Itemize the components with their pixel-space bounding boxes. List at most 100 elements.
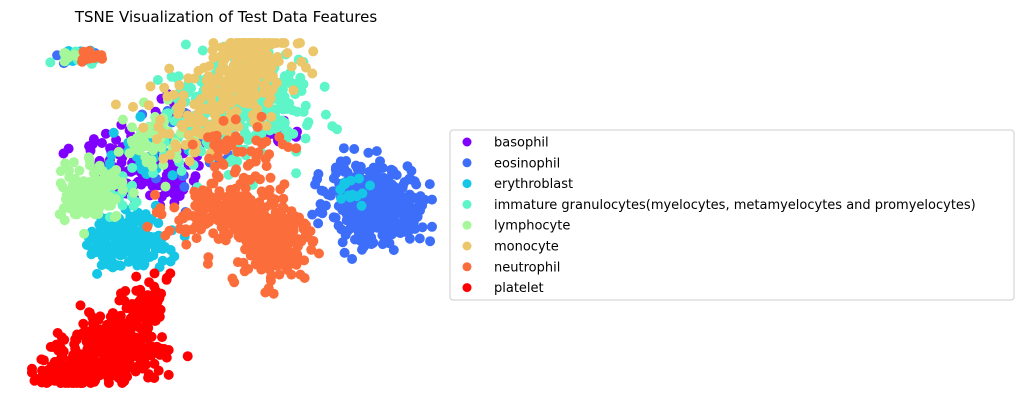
legend-marker xyxy=(462,199,472,209)
data-point xyxy=(56,209,67,220)
data-point xyxy=(399,192,410,203)
legend-marker xyxy=(462,241,472,251)
data-point xyxy=(90,167,101,177)
data-point xyxy=(261,121,272,131)
data-point xyxy=(142,221,153,232)
data-point xyxy=(95,192,106,203)
data-point xyxy=(128,101,138,112)
data-point xyxy=(240,92,251,103)
data-point xyxy=(75,205,86,216)
data-point xyxy=(233,66,244,77)
data-point xyxy=(189,73,200,84)
data-point xyxy=(308,46,319,57)
data-point xyxy=(162,91,173,102)
data-point xyxy=(300,100,311,111)
chart-title: TSNE Visualization of Test Data Features xyxy=(74,8,377,26)
data-point xyxy=(246,232,257,243)
data-point xyxy=(382,183,393,194)
data-point xyxy=(131,197,142,207)
data-point xyxy=(149,268,160,279)
data-point xyxy=(74,363,85,374)
data-point xyxy=(238,196,249,206)
data-point xyxy=(264,184,275,195)
data-point xyxy=(286,269,297,280)
data-point xyxy=(137,253,148,264)
data-point xyxy=(80,349,91,360)
series-5 xyxy=(110,38,319,167)
data-point xyxy=(238,75,249,86)
data-point xyxy=(121,303,132,314)
data-point xyxy=(167,170,178,181)
data-point xyxy=(199,212,210,223)
data-point xyxy=(187,139,198,150)
data-point xyxy=(263,50,274,61)
data-point xyxy=(206,178,217,189)
data-point xyxy=(111,210,122,221)
data-point xyxy=(266,238,277,249)
data-point xyxy=(265,199,276,210)
data-point xyxy=(110,194,121,205)
data-point xyxy=(232,257,243,268)
data-point xyxy=(339,166,350,177)
data-point xyxy=(223,207,234,218)
data-point xyxy=(230,114,241,125)
data-point xyxy=(313,218,324,229)
data-point xyxy=(406,165,417,176)
data-point xyxy=(160,230,171,241)
data-point xyxy=(219,54,230,65)
data-point xyxy=(174,80,185,91)
data-point xyxy=(235,49,246,60)
data-point xyxy=(312,174,323,185)
data-point xyxy=(197,45,208,56)
data-point xyxy=(219,227,230,238)
data-point xyxy=(380,234,391,245)
data-point xyxy=(56,343,66,354)
legend-label: basophil xyxy=(494,136,549,151)
data-point xyxy=(169,202,180,213)
data-point xyxy=(127,122,137,133)
data-point xyxy=(160,181,171,192)
data-point xyxy=(70,50,80,61)
data-point xyxy=(250,156,261,167)
data-point xyxy=(299,273,310,283)
data-point xyxy=(184,156,195,167)
data-point xyxy=(120,286,131,296)
data-point xyxy=(378,209,389,220)
data-point xyxy=(404,173,415,184)
data-point xyxy=(277,97,288,108)
data-point xyxy=(277,139,288,150)
data-point xyxy=(414,233,425,244)
data-point xyxy=(111,317,122,328)
data-point xyxy=(186,117,197,128)
data-point xyxy=(84,141,95,152)
data-point xyxy=(281,243,292,254)
data-point xyxy=(181,239,192,250)
data-point xyxy=(327,121,338,132)
data-point xyxy=(155,243,166,254)
data-point xyxy=(201,75,212,86)
data-point xyxy=(290,252,301,263)
data-point xyxy=(378,175,389,186)
data-point xyxy=(152,75,163,85)
data-point xyxy=(387,169,398,180)
data-point xyxy=(116,157,127,168)
data-point xyxy=(29,375,40,386)
data-point xyxy=(300,133,311,144)
data-point xyxy=(116,375,127,386)
data-point xyxy=(218,115,229,126)
data-point xyxy=(256,186,267,197)
data-point xyxy=(178,213,189,224)
data-point xyxy=(156,288,167,299)
data-point xyxy=(336,193,347,204)
data-point xyxy=(216,65,227,76)
data-point xyxy=(186,83,197,94)
data-point xyxy=(243,264,254,274)
data-point xyxy=(45,341,56,352)
data-point xyxy=(74,330,85,341)
data-point xyxy=(302,120,312,131)
data-point xyxy=(95,311,106,322)
data-point xyxy=(257,139,268,150)
data-point xyxy=(204,61,215,72)
data-point xyxy=(339,247,350,258)
